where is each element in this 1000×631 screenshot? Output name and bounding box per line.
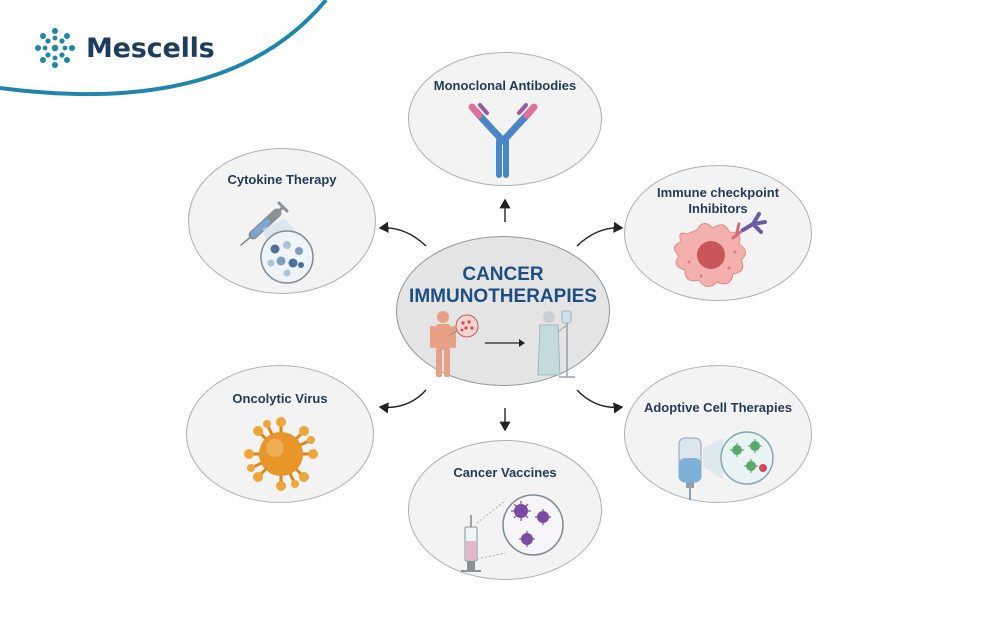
checkpoint-title-line1: Immune checkpoint	[656, 185, 780, 200]
virus-icon	[244, 417, 318, 491]
center-title-line1: CANCER	[462, 264, 544, 285]
arrow-to-oncolytic	[378, 389, 427, 414]
header-arc-line	[0, 0, 328, 97]
cancer-cell-icon	[674, 212, 767, 287]
arrow-to-cytokine	[378, 221, 427, 247]
node-cancer-vaccines: Cancer Vaccines	[408, 440, 602, 580]
node-immune-checkpoint-inhibitors: Immune checkpoint Inhibitors	[624, 165, 812, 301]
brand-logo[interactable]: Mescells	[34, 26, 215, 70]
oncolytic-virus-title: Oncolytic Virus	[232, 391, 328, 406]
patient-illustration	[430, 310, 575, 378]
node-monoclonal-antibodies: Monoclonal Antibodies	[408, 52, 602, 186]
adoptive-cell-therapies-title: Adoptive Cell Therapies	[643, 400, 793, 415]
antibody-icon	[468, 103, 538, 178]
vaccine-syringe-icon	[461, 494, 564, 572]
iv-bag-cells-icon	[678, 431, 774, 500]
header-arc-shape	[0, 0, 318, 91]
center-node: CANCER IMMUNOTHERAPIES	[396, 236, 610, 386]
arrow-to-adoptive	[576, 389, 624, 414]
center-title-line2: IMMUNOTHERAPIES	[409, 286, 597, 307]
node-oncolytic-virus: Oncolytic Virus	[186, 365, 374, 503]
arrow-to-checkpoint	[576, 221, 624, 247]
checkpoint-title-line2: Inhibitors	[688, 201, 748, 216]
node-adoptive-cell-therapies: Adoptive Cell Therapies	[624, 365, 812, 503]
brand-name: Mescells	[86, 32, 215, 64]
cancer-vaccines-title: Cancer Vaccines	[453, 465, 557, 480]
node-cytokine-therapy: Cytokine Therapy	[188, 148, 376, 294]
cytokine-therapy-title: Cytokine Therapy	[227, 172, 337, 187]
cytokine-syringe-icon	[240, 201, 314, 284]
monoclonal-antibodies-title: Monoclonal Antibodies	[433, 78, 577, 93]
mescells-logo-icon	[35, 28, 75, 68]
